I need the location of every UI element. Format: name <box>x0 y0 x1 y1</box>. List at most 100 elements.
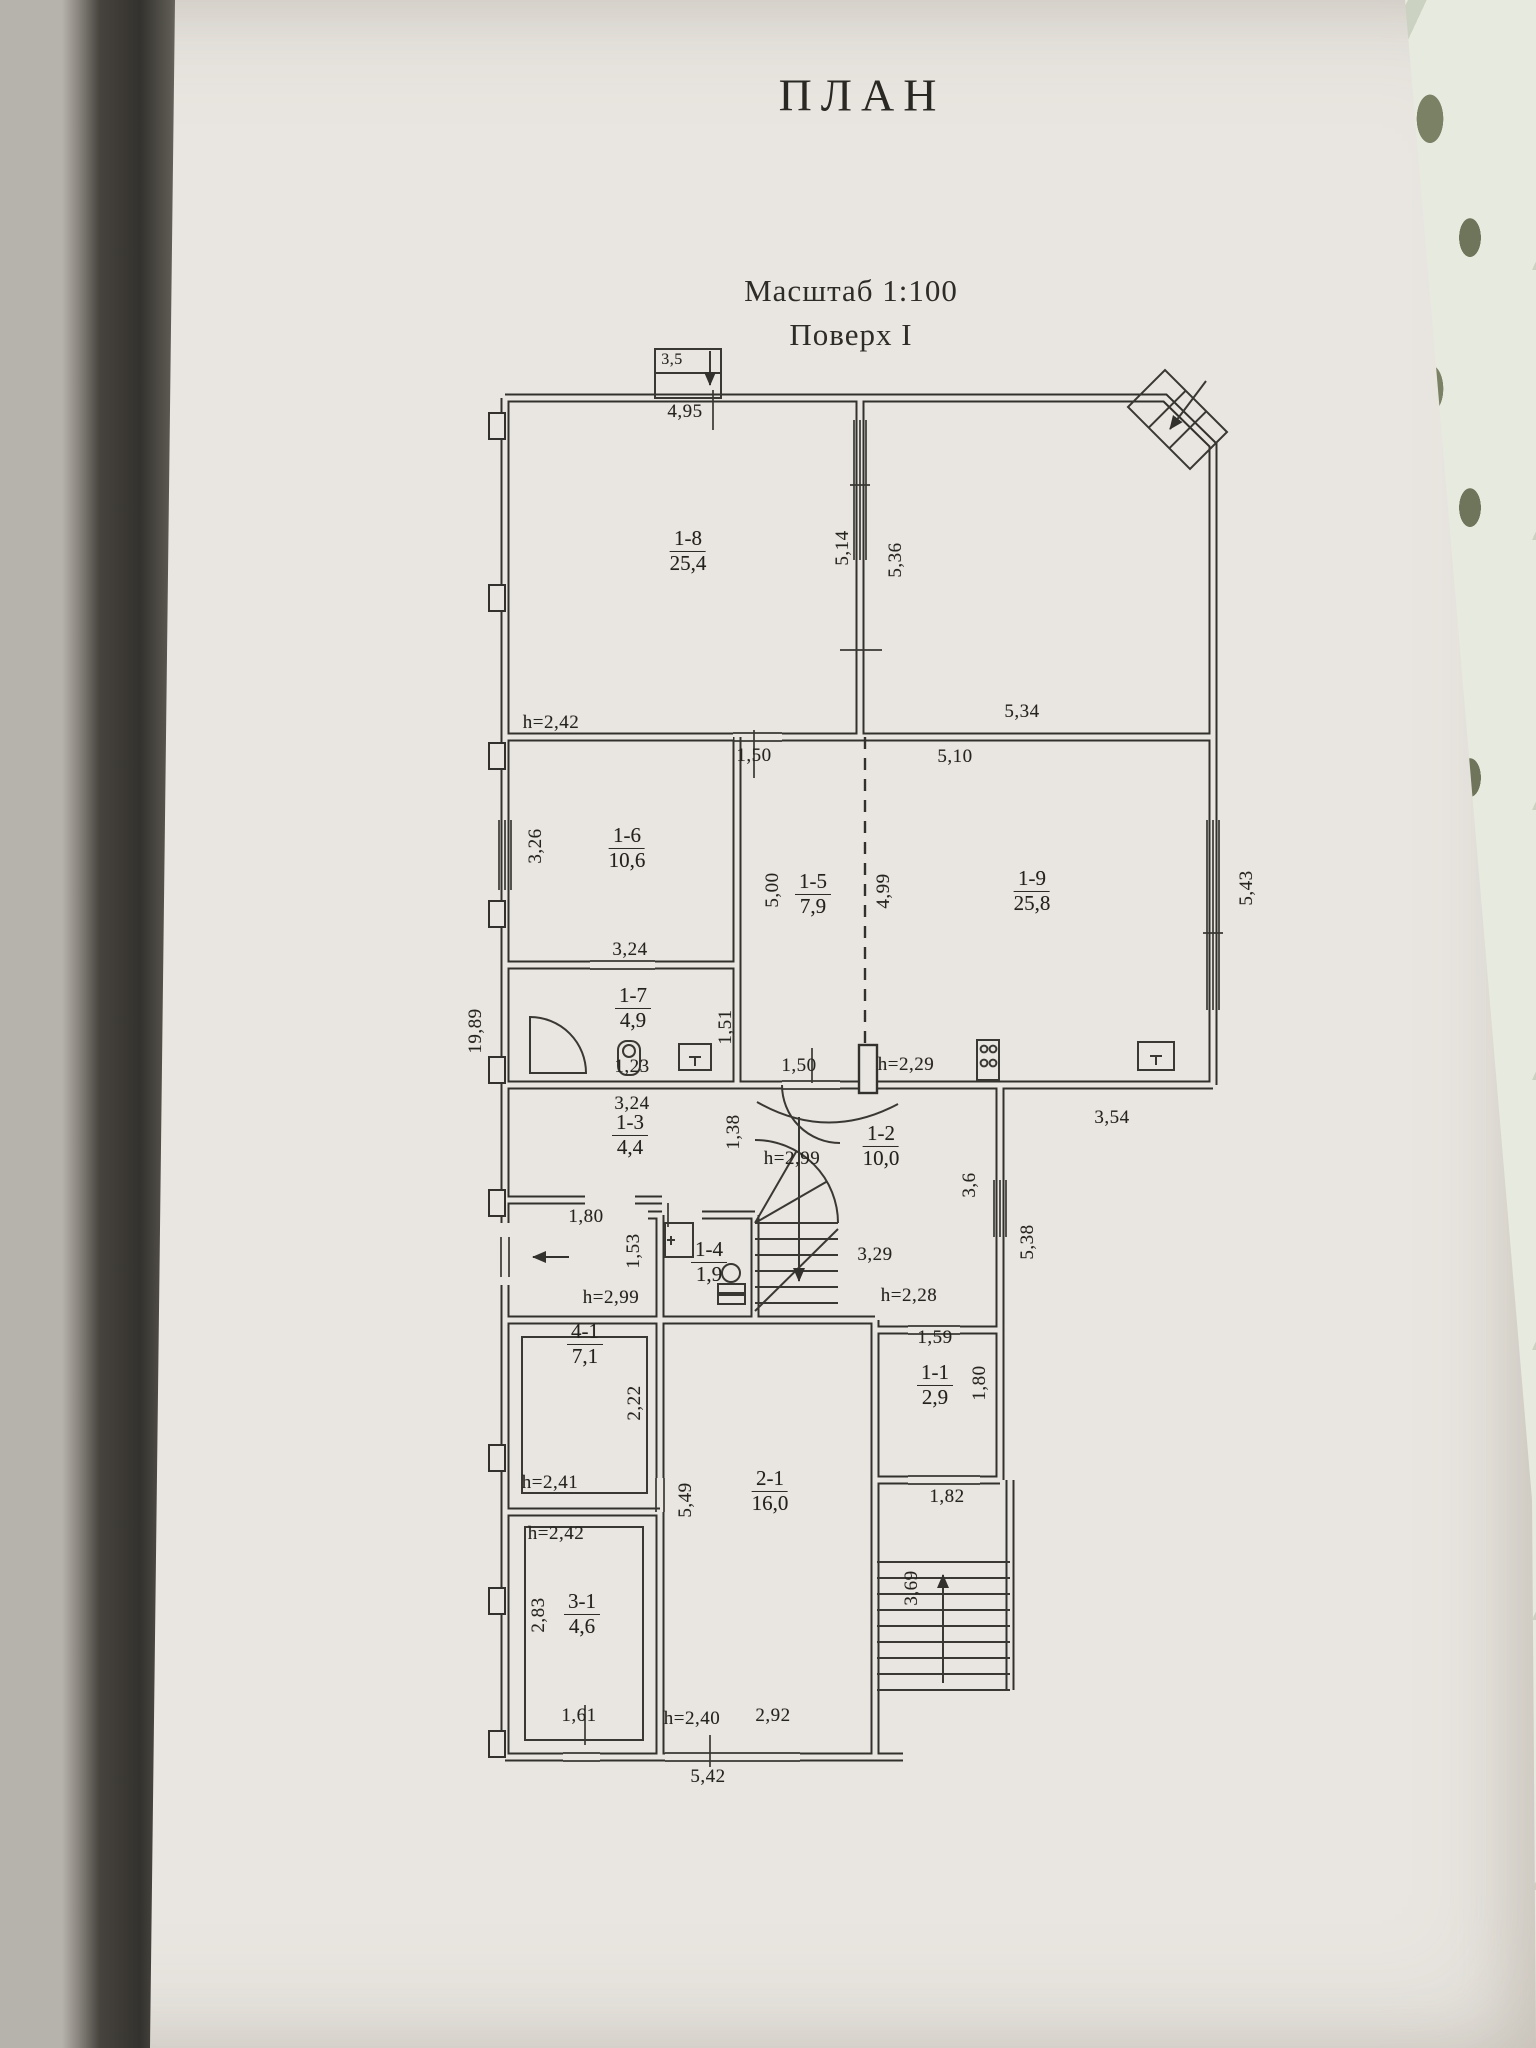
room-area: 10,0 <box>862 1145 900 1170</box>
dim-label: 5,14 <box>832 530 853 566</box>
window-terrace-wall <box>993 1180 1007 1237</box>
floor-label: Поверх I <box>789 317 913 352</box>
water-heater-icon <box>664 1222 694 1258</box>
dim-label: 5,43 <box>1236 870 1257 906</box>
vent-shaft <box>654 348 722 399</box>
room-number: 1-5 <box>795 869 831 895</box>
dim-label: 3,26 <box>525 828 546 864</box>
interior-staircase <box>754 1101 899 1312</box>
dim-label: 1,50 <box>736 745 772 766</box>
dim-label: 1,82 <box>929 1486 965 1507</box>
scale-label: Масштаб 1:100 <box>744 273 958 308</box>
room-area: 10,6 <box>608 847 646 872</box>
bathroom-sink-icon <box>678 1043 712 1071</box>
dim-label: h=2,99 <box>582 1287 640 1308</box>
window-inner-wall <box>850 420 870 560</box>
bathroom-door-arc <box>529 1015 588 1074</box>
room-area: 4,6 <box>568 1613 596 1638</box>
room-area: 4,4 <box>616 1134 644 1159</box>
room-area: 25,4 <box>669 550 707 575</box>
corner-steps <box>1126 368 1229 471</box>
window-left-wall <box>498 820 512 890</box>
stove-icon <box>976 1039 1000 1081</box>
dim-label: 1,38 <box>723 1114 744 1150</box>
wall-pilasters <box>488 412 506 1758</box>
room-area: 1,9 <box>695 1261 723 1286</box>
toilet-icon-1-7 <box>617 1040 641 1076</box>
dim-label: h=2,99 <box>763 1148 821 1169</box>
dimension-ticks <box>584 390 882 1767</box>
dim-label: 1,80 <box>568 1206 604 1227</box>
room-number: 1-3 <box>612 1110 648 1136</box>
dim-label: 4,99 <box>873 873 894 909</box>
room-number: 1-6 <box>609 823 645 849</box>
dim-label: 2,83 <box>528 1597 549 1633</box>
dim-label: h=2,42 <box>522 712 580 733</box>
dim-label: 4,95 <box>667 401 703 422</box>
kitchen-door-arc <box>781 1084 841 1144</box>
room-number: 1-1 <box>917 1360 953 1386</box>
room-number: 1-9 <box>1014 866 1050 892</box>
room-number: 1-4 <box>691 1237 727 1263</box>
dim-label: 1,59 <box>917 1327 953 1348</box>
windows-and-lintels <box>498 420 1223 1762</box>
room-number: 2-1 <box>752 1466 788 1492</box>
dim-label: 3,29 <box>857 1244 893 1265</box>
dim-label: 3,5 <box>661 351 683 368</box>
room-area: 7,1 <box>571 1343 599 1368</box>
room-number: 1-2 <box>863 1121 899 1147</box>
dim-label: 3,24 <box>612 939 648 960</box>
room-area: 4,9 <box>619 1007 647 1032</box>
dim-label: 5,49 <box>675 1482 696 1518</box>
dim-label: 1,53 <box>623 1233 644 1269</box>
room-area: 2,9 <box>921 1384 949 1409</box>
dim-label: 5,10 <box>937 746 973 767</box>
dim-label: h=2,28 <box>880 1285 938 1306</box>
dim-label: 5,34 <box>1004 701 1040 722</box>
room-number: 4-1 <box>567 1319 603 1345</box>
dim-label: 3,69 <box>901 1570 922 1606</box>
room-number: 1-7 <box>615 983 651 1009</box>
door-swing-arc <box>756 1101 899 1124</box>
dim-label: 3,24 <box>614 1093 650 1114</box>
dim-label: 1,80 <box>969 1365 990 1401</box>
dim-label: 5,00 <box>762 872 783 908</box>
dim-label: h=2,41 <box>521 1472 579 1493</box>
fixtures <box>617 1039 1175 1305</box>
dim-label: 19,89 <box>465 1008 486 1054</box>
dim-label: 2,22 <box>624 1385 645 1421</box>
room-area: 7,9 <box>799 893 827 918</box>
dim-label: h=2,40 <box>663 1708 721 1729</box>
toilet-icon-1-4 <box>717 1263 746 1305</box>
pier <box>857 1043 879 1095</box>
walls <box>500 393 1218 1762</box>
kitchen-sink-icon <box>1137 1041 1175 1071</box>
dim-label: 1,51 <box>715 1009 736 1045</box>
room-area: 16,0 <box>751 1490 789 1515</box>
window-right-wall <box>1203 820 1223 1010</box>
room-number: 1-8 <box>670 526 706 552</box>
dim-label: 5,42 <box>690 1766 726 1787</box>
dim-label: h=2,42 <box>527 1523 585 1544</box>
dim-label: 1,50 <box>781 1055 817 1076</box>
dim-label: 1,23 <box>614 1056 650 1077</box>
dim-label: 1,61 <box>561 1705 597 1726</box>
room-area: 25,8 <box>1013 890 1051 915</box>
floor-plan-drawing <box>488 348 1229 1767</box>
room-lining <box>521 1336 648 1741</box>
dim-label: 2,92 <box>755 1705 791 1726</box>
